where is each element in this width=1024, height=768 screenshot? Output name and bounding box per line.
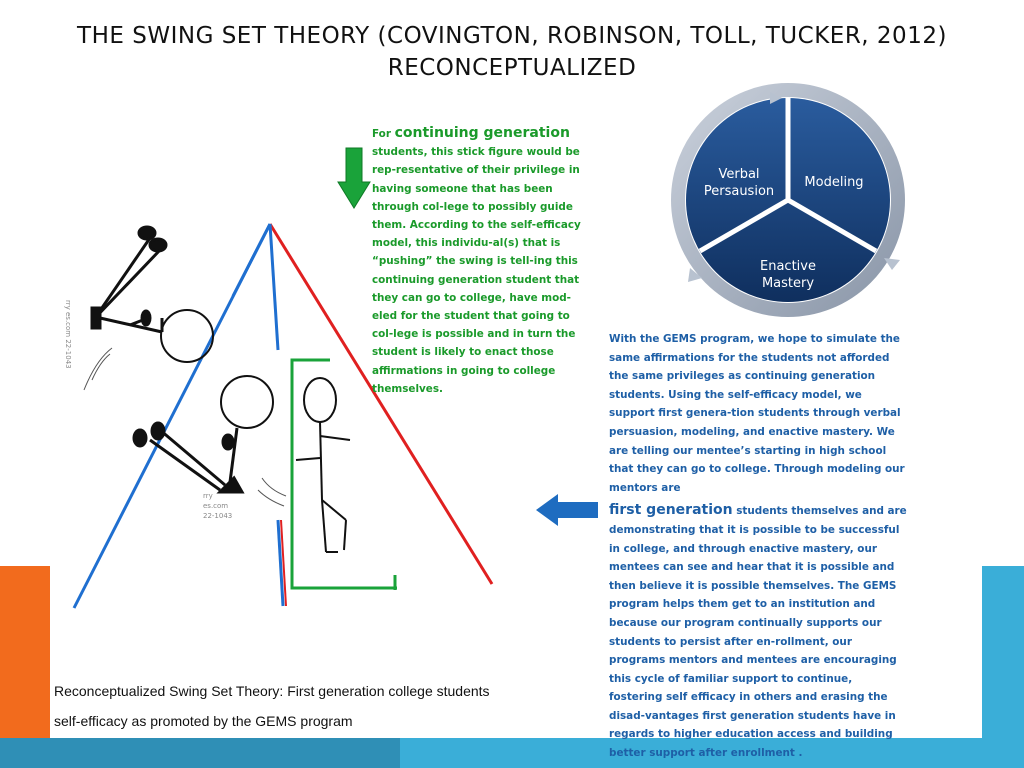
figure-caption: Reconceptualized Swing Set Theory: First… bbox=[54, 676, 574, 736]
first-generation-text: With the GEMS program, we hope to simula… bbox=[609, 330, 909, 763]
caption-line-2: self-efficacy as promoted by the GEMS pr… bbox=[54, 713, 353, 729]
motion-lines-top bbox=[83, 347, 113, 391]
bottom-accent-band-dark bbox=[0, 738, 400, 768]
green-text-body: students, this stick figure would be rep… bbox=[372, 146, 581, 395]
swing-frame-center-pole-red bbox=[280, 519, 287, 607]
stick-figure-swinging-top bbox=[90, 225, 214, 363]
swing-frame-center-pole-lower bbox=[276, 519, 285, 607]
cycle-label-modeling: Modeling bbox=[804, 175, 863, 190]
title-line-1: THE SWING SET THEORY (COVINGTON, ROBINSO… bbox=[77, 23, 947, 49]
stick-figure-swinging-bottom bbox=[132, 375, 274, 494]
continuing-generation-text: For continuing generation students, this… bbox=[372, 124, 594, 398]
swing-frame-center-pole bbox=[268, 223, 280, 351]
blue-text-para2: students themselves and are demonstratin… bbox=[609, 505, 907, 760]
watermark-text-top: rry es.com 22-1043 bbox=[64, 300, 72, 369]
green-push-frame bbox=[290, 358, 397, 590]
watermark-text-bottom-1: rry bbox=[203, 492, 213, 500]
slide-title: THE SWING SET THEORY (COVINGTON, ROBINSO… bbox=[40, 20, 984, 84]
blue-left-arrow-icon bbox=[536, 494, 598, 526]
blue-text-para1: With the GEMS program, we hope to simula… bbox=[609, 333, 905, 494]
motion-lines-bottom bbox=[257, 477, 287, 507]
stick-figure-pusher bbox=[295, 377, 351, 553]
caption-line-1: Reconceptualized Swing Set Theory: First… bbox=[54, 683, 490, 699]
green-down-arrow-icon bbox=[337, 147, 371, 209]
watermark-text-bottom-3: 22-1043 bbox=[203, 512, 232, 520]
cycle-label-enactive-1: Enactive bbox=[760, 259, 816, 274]
swing-frame-red-leg bbox=[268, 223, 494, 585]
cycle-label-verbal-1: Verbal bbox=[718, 167, 759, 182]
green-text-prefix: For bbox=[372, 128, 395, 140]
cycle-label-enactive-2: Mastery bbox=[762, 276, 814, 291]
green-text-emphasis: continuing generation bbox=[394, 125, 570, 141]
self-efficacy-cycle: Verbal Persausion Modeling Enactive Mast… bbox=[671, 83, 905, 317]
cycle-label-verbal-2: Persausion bbox=[704, 184, 774, 199]
watermark-text-bottom-2: es.com bbox=[203, 502, 228, 510]
blue-text-emphasis: first generation bbox=[609, 502, 733, 519]
slide-content-panel bbox=[50, 566, 982, 738]
title-line-2: RECONCEPTUALIZED bbox=[387, 55, 637, 81]
swing-frame-blue-leg-upper bbox=[231, 223, 272, 297]
